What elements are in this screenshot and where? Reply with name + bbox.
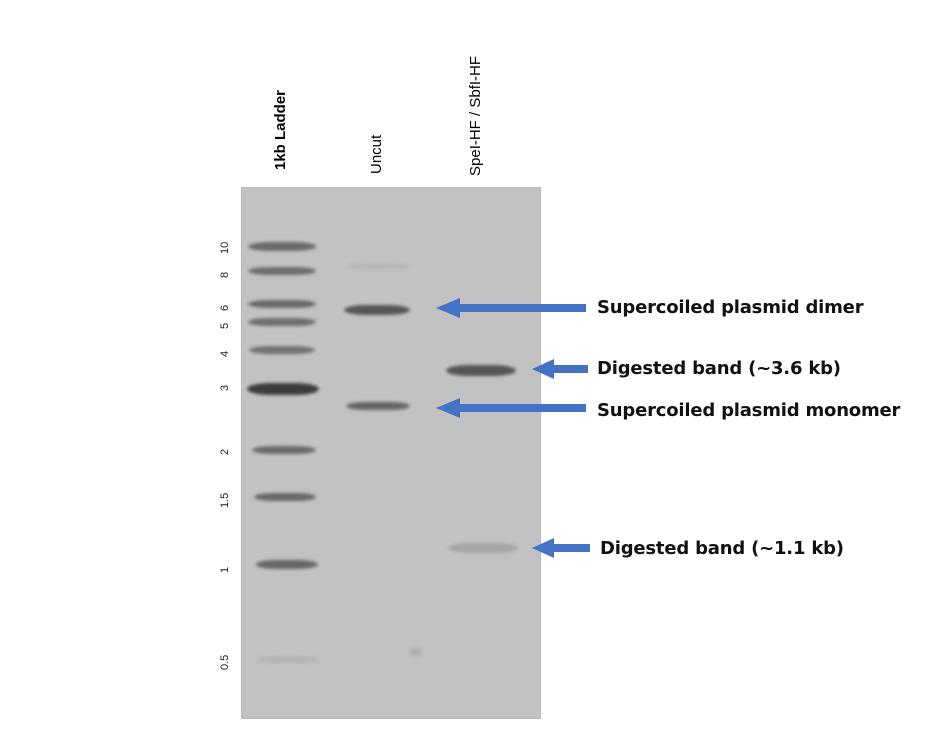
ladder-band-6kb [248,300,316,308]
agarose-gel-image [241,187,541,719]
ladder-band-5kb [248,318,316,326]
ladder-band-8kb [248,267,316,275]
arrow-left-icon [436,298,586,318]
uncut-faint-band [346,263,410,269]
annotation-3.6kb: Digested band (~3.6 kb) [597,358,841,379]
ladder-tick-5: 5 [219,322,231,329]
ladder-tick-6: 6 [219,304,231,311]
arrow-left-icon [532,359,588,379]
ladder-tick-1: 1 [219,566,231,573]
lane-label-uncut: Uncut [368,134,385,174]
lane-label-digest: SpeI-HF / SbfI-HF [467,55,484,176]
ladder-tick-2: 2 [219,448,231,455]
ladder-tick-8: 8 [219,271,231,278]
ladder-tick-4: 4 [219,350,231,357]
annotation-dimer: Supercoiled plasmid dimer [597,297,864,318]
ladder-tick-3: 3 [219,384,231,391]
ladder-band-2kb [252,446,316,454]
ladder-band-0.5kb [258,656,318,663]
lane-label-ladder: 1kb Ladder [272,89,289,170]
ladder-band-4kb [249,346,315,354]
ladder-tick-10: 10 [219,241,231,254]
ladder-tick-1.5: 1.5 [219,492,231,508]
ladder-band-10kb [248,242,316,251]
annotation-monomer: Supercoiled plasmid monomer [597,400,901,421]
uncut-dimer-band [344,305,410,315]
annotation-1.1kb: Digested band (~1.1 kb) [600,538,844,559]
arrow-left-icon [436,398,586,418]
uncut-monomer-band [346,402,410,410]
ladder-band-1.5kb [254,493,316,501]
ladder-tick-0.5: 0.5 [219,654,231,670]
uncut-artifact-spot [410,648,422,656]
arrow-left-icon [532,538,590,558]
digest-3.6kb-band [446,365,516,376]
ladder-band-3kb [247,383,319,395]
ladder-band-1kb [256,560,318,569]
digest-1.1kb-band [448,543,518,553]
